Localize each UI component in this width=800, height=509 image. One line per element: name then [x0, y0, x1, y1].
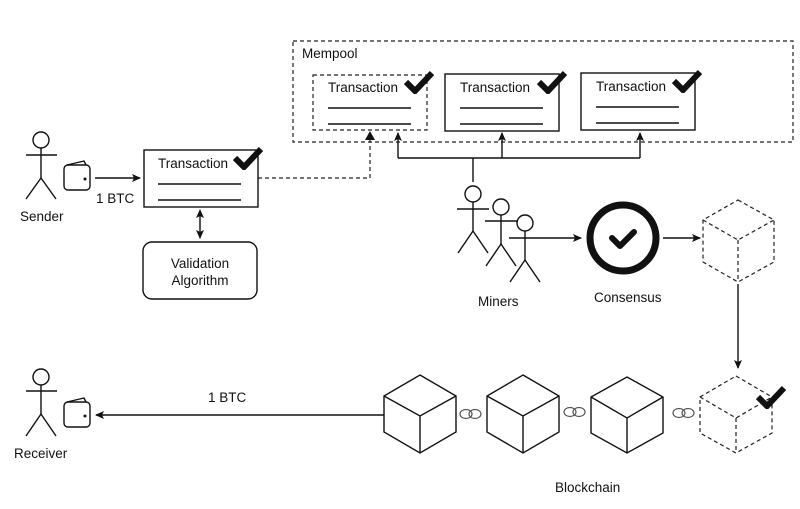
check-circle-icon — [586, 201, 660, 275]
miner-1 — [457, 185, 489, 254]
block-cube-1 — [383, 374, 457, 454]
block-cube-2 — [486, 374, 560, 454]
chain-link-icon-3 — [672, 407, 695, 419]
chain-link-icon-2 — [563, 406, 586, 418]
chain-link-icon-1 — [459, 408, 482, 420]
blockchain-label: Blockchain — [555, 480, 620, 495]
sender-label: Sender — [20, 209, 64, 224]
checkmark-icon — [674, 72, 700, 90]
sender-amount: 1 BTC — [96, 191, 135, 206]
transaction-label: Transaction — [596, 79, 666, 94]
mempool-transaction-2[interactable]: Transaction — [444, 73, 565, 132]
mempool-transaction-1[interactable]: Transaction — [312, 73, 432, 131]
block-cube-3 — [590, 376, 664, 454]
receiver-actor: Receiver — [14, 368, 68, 461]
new-block-cube — [699, 375, 784, 454]
transaction-label: Transaction — [460, 80, 530, 95]
validation-line-1: Validation — [171, 256, 229, 271]
mempool-group: Mempool Transaction Transaction Transact… — [292, 40, 794, 143]
receiver-label: Receiver — [14, 446, 68, 461]
receiver-wallet-icon — [63, 397, 91, 428]
consensus-node: Consensus — [586, 201, 662, 305]
broadcast-connector — [258, 134, 371, 179]
miners-actors: Miners — [457, 185, 541, 309]
receiver-amount: 1 BTC — [208, 390, 247, 405]
checkmark-icon — [235, 149, 261, 167]
transaction-label: Transaction — [328, 80, 398, 95]
consensus-label: Consensus — [594, 290, 662, 305]
checkmark-icon — [539, 73, 565, 91]
sender-actor: Sender — [20, 131, 64, 224]
mempool-transaction-3[interactable]: Transaction — [580, 72, 700, 131]
checkmark-icon — [406, 73, 432, 91]
sender-wallet-icon — [63, 160, 91, 191]
blockchain: Blockchain — [383, 374, 784, 495]
miners-to-mempool-connector — [394, 132, 644, 182]
sender-transaction[interactable]: Transaction — [143, 149, 261, 208]
mempool-label: Mempool — [302, 46, 358, 61]
validation-algorithm-box[interactable]: Validation Algorithm — [142, 241, 258, 300]
mempool-container — [292, 40, 794, 143]
validation-line-2: Algorithm — [171, 273, 228, 288]
miner-3 — [509, 214, 541, 283]
miners-label: Miners — [478, 294, 519, 309]
transaction-label: Transaction — [158, 156, 228, 171]
miner-2 — [485, 198, 517, 267]
pending-block-cube — [702, 199, 775, 283]
